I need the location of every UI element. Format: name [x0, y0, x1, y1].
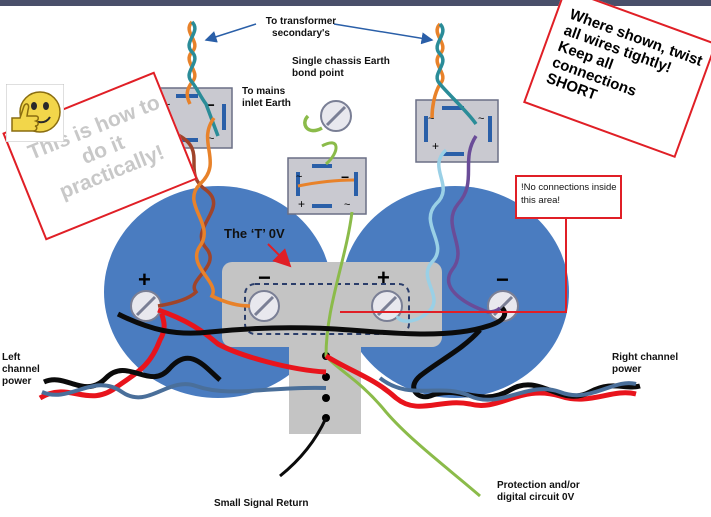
centre-rectifier-orange-wire — [297, 178, 355, 188]
left-transformer-twist — [185, 20, 220, 137]
label-small-signal: Small Signal Return — [214, 498, 309, 509]
thumbs-up-icon — [6, 84, 64, 142]
rectifier-right-ac: ~ — [428, 113, 434, 125]
rectifier-centre-minus: − — [341, 169, 349, 185]
left-channel-black-wire — [42, 355, 222, 390]
screw-terminal-t-left — [248, 290, 280, 322]
rectifier-centre-ac-2: ~ — [344, 199, 350, 211]
label-the-t-0v: The ‘T’ 0V — [224, 226, 285, 241]
no-connections-text: !No connections inside this area! — [521, 182, 617, 206]
protection-earth-wire — [324, 211, 481, 498]
label-protection: Protection and/or digital circuit 0V — [497, 480, 580, 503]
arrow-right-transformer — [333, 23, 434, 45]
left-channel-blue-wire — [41, 382, 327, 400]
chassis-earth-bond-screw — [320, 100, 352, 132]
label-left-channel: Left channel power — [2, 352, 40, 387]
label-right-channel: Right channel power — [612, 352, 679, 375]
right-channel-blue-wire — [378, 376, 637, 402]
no-connection-pointer — [340, 216, 567, 313]
right-channel-red-wire — [324, 353, 637, 409]
mains-earth-wire — [303, 114, 323, 133]
label-single-chassis: Single chassis Earth bond point — [292, 56, 390, 79]
t-minus-sign: − — [258, 265, 271, 290]
rectifier-centre-plus: + — [298, 197, 305, 211]
no-connections-box: !No connections inside this area! — [515, 175, 622, 219]
rectifier-right-ac-2: ~ — [478, 113, 484, 125]
right-cap-minus-sign: − — [496, 267, 509, 292]
arrow-left-transformer — [204, 23, 257, 43]
label-to-mains: To mains inlet Earth — [242, 86, 291, 109]
small-signal-return-wire — [279, 417, 328, 478]
rectifier-centre-ac: ~ — [296, 171, 302, 183]
rectifier-right — [415, 99, 499, 163]
arrow-t-zero-volt — [267, 243, 292, 268]
rectifier-right-plus: + — [432, 139, 439, 153]
no-connection-zone — [244, 283, 410, 335]
left-rectifier-outputs — [157, 116, 251, 308]
screw-terminal-left-plus — [130, 290, 162, 322]
label-to-transformer: To transformer secondary's — [265, 16, 337, 39]
left-plus-red-wire — [157, 307, 327, 375]
centre-rectifier-green-wire — [321, 141, 338, 166]
black-return-wire — [116, 306, 508, 337]
top-bar — [0, 0, 711, 6]
rectifier-left-minus: − — [206, 97, 215, 114]
t-plus-sign: + — [377, 265, 390, 290]
right-transformer-twist — [430, 22, 478, 126]
left-cap-plus-sign: + — [138, 267, 151, 292]
rectifier-left-ac-2: ~ — [208, 133, 214, 145]
